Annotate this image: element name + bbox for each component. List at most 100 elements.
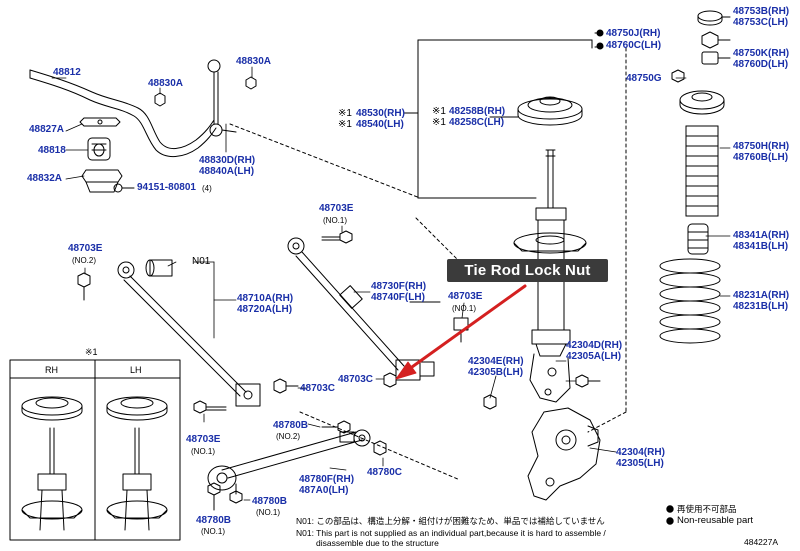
bump-stopper	[687, 223, 709, 255]
mark-48530: ※1	[338, 108, 352, 119]
label-48341B: 48341B(LH)	[733, 241, 789, 252]
stabilizer-bracket-top	[79, 117, 121, 127]
label-94151: 94151-80801	[137, 182, 196, 193]
label-48832A: 48832A	[27, 173, 63, 184]
bolt-48703E-lower	[193, 400, 227, 414]
stabilizer-nut-left	[154, 92, 166, 107]
inset-mark: ※1	[85, 347, 98, 357]
label-48812: 48812	[53, 67, 81, 78]
label-48740F: 48740F(LH)	[371, 292, 425, 303]
label-48703E-no2: 48703E	[68, 243, 103, 254]
label-42305A: 42305A(LH)	[566, 351, 622, 362]
upper-support-nut	[701, 31, 731, 49]
label-48780B-mid: 48780B	[252, 496, 288, 507]
label-42304E: 42304E(RH)	[468, 356, 524, 367]
lower-arm-no1	[117, 259, 261, 407]
label-48540: 48540(LH)	[356, 119, 404, 130]
legend-bullet-en	[666, 517, 674, 525]
stabilizer-bracket-bottom	[81, 169, 123, 193]
label-48703E-top-sub: (NO.1)	[323, 216, 347, 225]
nut-48703C-left	[273, 378, 299, 394]
label-48753C: 48753C(LH)	[733, 17, 789, 28]
inset-box	[9, 359, 181, 541]
dust-boot	[685, 125, 719, 217]
label-42304: 42304(RH)	[616, 447, 665, 458]
steering-knuckle	[527, 407, 601, 501]
tie-rod-lock-nut-callout: Tie Rod Lock Nut	[447, 259, 608, 282]
label-48730F: 48730F(RH)	[371, 281, 427, 292]
label-48703E-right: 48703E	[448, 291, 483, 302]
label-48760D: 48760D(LH)	[733, 59, 789, 70]
stabilizer-bushing	[87, 137, 111, 161]
upper-support-collar	[701, 51, 731, 65]
label-48703E-lower: 48703E	[186, 434, 221, 445]
label-487A0: 487A0(LH)	[299, 485, 349, 496]
upper-insulator	[517, 96, 583, 126]
knuckle-bolt-42304D	[575, 374, 601, 388]
label-48780B-low: 48780B	[196, 515, 232, 526]
inset-rh-header: RH	[45, 365, 58, 375]
tie-rod-lock-nut	[383, 372, 397, 388]
bolt-48780B-top	[321, 420, 351, 434]
label-48750K: 48750K(RH)	[733, 48, 790, 59]
figure-id: 484227A	[744, 537, 779, 547]
label-48703C-right: 48703C	[338, 374, 374, 385]
bolt-48703E-top	[321, 230, 353, 244]
label-48753B: 48753B(RH)	[733, 6, 790, 17]
label-48231B: 48231B(LH)	[733, 301, 789, 312]
label-48750H: 48750H(RH)	[733, 141, 790, 152]
lower-rear-arm	[207, 429, 371, 491]
mark-48540: ※1	[338, 119, 352, 130]
label-48840A: 48840A(LH)	[199, 166, 255, 177]
bolt-48780B-mid	[229, 483, 243, 504]
upper-support-plate	[679, 90, 725, 115]
legend-nonreuse-en: Non-reusable part	[677, 515, 754, 526]
nonreuse-mark-48750J	[596, 29, 604, 37]
label-N01: N01	[192, 256, 211, 267]
callout-arrow	[395, 284, 527, 380]
stabilizer-bar	[29, 69, 217, 157]
callout-bracket-lines	[403, 32, 604, 303]
label-48703E-lower-sub: (NO.1)	[191, 447, 215, 456]
label-48750G: 48750G	[626, 73, 662, 84]
label-48710A: 48710A(RH)	[237, 293, 294, 304]
spring-seat-upper	[513, 232, 587, 254]
knuckle-nut-42304E	[483, 394, 497, 410]
label-48760C: 48760C(LH)	[606, 40, 662, 51]
stabilizer-link	[207, 59, 257, 137]
label-48750J: 48750J(RH)	[606, 28, 661, 39]
coil-spring	[659, 258, 721, 344]
flange-nut	[671, 69, 685, 83]
label-48818: 48818	[38, 145, 66, 156]
label-48720A: 48720A(LH)	[237, 304, 293, 315]
label-48703E-right-sub: (NO.1)	[452, 304, 476, 313]
label-48780C: 48780C	[367, 467, 403, 478]
inset-lh-header: LH	[130, 365, 142, 375]
nonreuse-mark-48760C	[596, 42, 604, 50]
leader-lines	[51, 66, 731, 501]
footnote-n01-en-1: N01: This part is not supplied as an ind…	[296, 528, 606, 538]
mark-48258B: ※1	[432, 106, 446, 117]
label-48760B: 48760B(LH)	[733, 152, 789, 163]
label-48341A: 48341A(RH)	[733, 230, 790, 241]
label-42304D: 42304D(RH)	[566, 340, 623, 351]
label-42305B: 42305B(LH)	[468, 367, 524, 378]
label-48830A-left: 48830A	[148, 78, 184, 89]
label-42305: 42305(LH)	[616, 458, 664, 469]
label-48780B-low-sub: (NO.1)	[201, 527, 225, 536]
bolt-48703E-no2	[77, 272, 91, 301]
label-48258C: 48258C(LH)	[449, 117, 505, 128]
label-48703C-left: 48703C	[300, 383, 336, 394]
label-48703E-no2-sub: (NO.2)	[72, 256, 96, 265]
label-48827A: 48827A	[29, 124, 65, 135]
bolt-48780B-low	[207, 482, 221, 511]
label-48780B-top: 48780B	[273, 420, 309, 431]
label-48780B-top-sub: (NO.2)	[276, 432, 300, 441]
footnote-n01-jp: N01: この部品は、構造上分解・組付けが困難なため、単品では補給していません	[296, 516, 605, 526]
upper-support-cap	[697, 10, 731, 26]
label-48780F: 48780F(RH)	[299, 474, 355, 485]
label-48530: 48530(RH)	[356, 108, 405, 119]
nut-48780C	[373, 440, 387, 456]
legend-bullet-jp	[666, 505, 674, 513]
